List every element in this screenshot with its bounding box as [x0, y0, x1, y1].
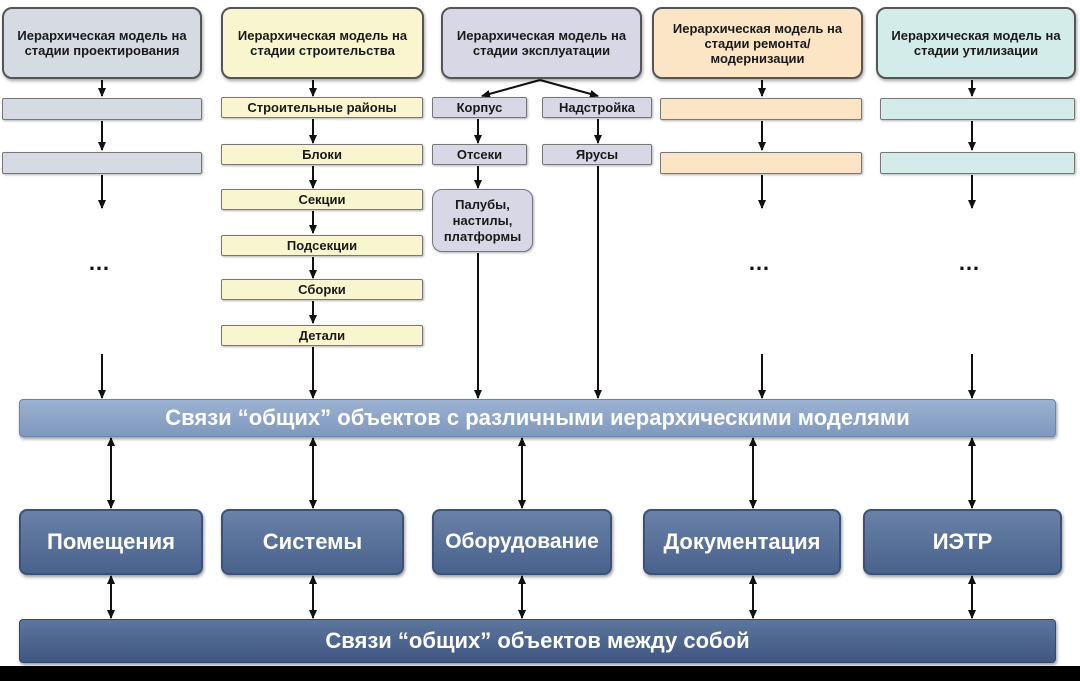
repair-level-2: [660, 152, 862, 174]
header-disposal: Иерархическая модель на стадии утилизаци…: [876, 7, 1076, 79]
object-box-documentation: Документация: [643, 509, 841, 575]
design-ellipsis: …: [88, 250, 110, 275]
construction-item-2: Блоки: [221, 144, 423, 165]
header-design: Иерархическая модель на стадии проектиро…: [2, 7, 202, 79]
disposal-level-2: [880, 152, 1075, 174]
construction-item-3: Секции: [221, 189, 423, 210]
header-operation: Иерархическая модель на стадии эксплуата…: [441, 7, 642, 79]
header-repair: Иерархическая модель на стадии ремонта/м…: [652, 7, 863, 79]
object-box-ietr: ИЭТР: [863, 509, 1062, 575]
operation-left-item-1: Корпус: [432, 97, 527, 118]
operation-left-item-3: Палубы, настилы, платформы: [432, 189, 533, 252]
operation-right-item-1: Надстройка: [542, 97, 652, 118]
band-links-between-objects: Связи “общих” объектов между собой: [19, 619, 1056, 663]
band-links-with-models: Связи “общих” объектов с различными иера…: [19, 399, 1056, 437]
design-level-2: [2, 152, 202, 174]
repair-level-1: [660, 98, 862, 120]
diagram-canvas: Иерархическая модель на стадии проектиро…: [0, 0, 1080, 666]
header-construction: Иерархическая модель на стадии строитель…: [221, 7, 424, 79]
disposal-ellipsis: …: [958, 250, 980, 275]
construction-item-1: Строительные районы: [221, 97, 423, 118]
connector-layer: [98, 79, 976, 619]
design-level-1: [2, 98, 202, 120]
operation-right-item-2: Ярусы: [542, 144, 652, 165]
object-box-rooms: Помещения: [19, 509, 203, 575]
construction-item-5: Сборки: [221, 279, 423, 300]
arrow-op-split-left: [481, 79, 541, 98]
arrow-op-split-right: [539, 79, 599, 98]
repair-ellipsis: …: [748, 250, 770, 275]
disposal-level-1: [880, 98, 1075, 120]
object-box-equipment: Оборудование: [432, 509, 612, 575]
operation-left-item-2: Отсеки: [432, 144, 527, 165]
construction-item-4: Подсекции: [221, 235, 423, 256]
construction-item-6: Детали: [221, 325, 423, 346]
object-box-systems: Системы: [221, 509, 404, 575]
